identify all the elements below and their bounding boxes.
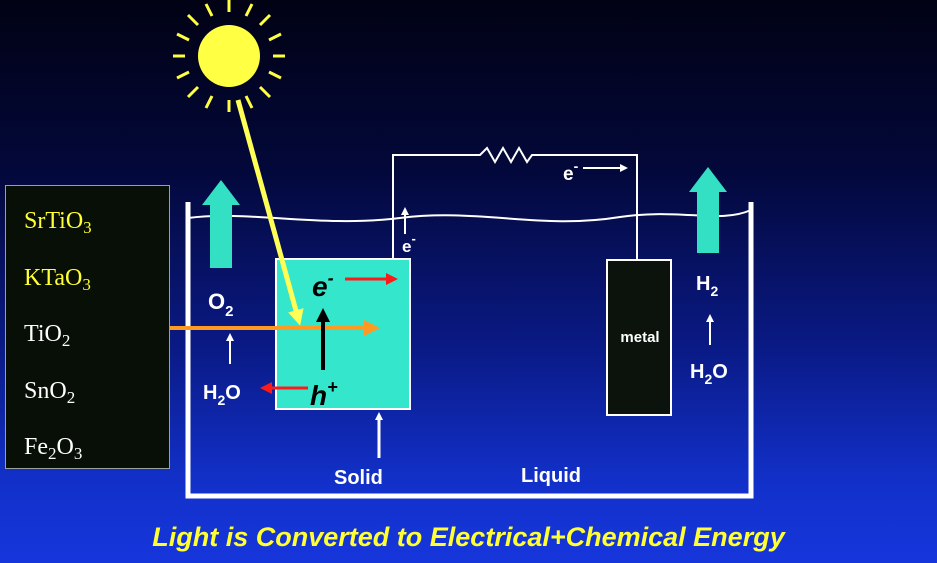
hole-label: h+	[310, 377, 338, 411]
material-item: SnO2	[24, 378, 76, 407]
h2o-left-label: H2O	[203, 382, 241, 408]
solid-label: Solid	[334, 467, 383, 489]
circuit-wire	[392, 145, 638, 262]
sun-icon	[173, 0, 285, 112]
h2-label: H2	[696, 273, 718, 299]
vessel	[185, 202, 754, 499]
caption: Light is Converted to Electrical+Chemica…	[152, 522, 785, 552]
material-item: SrTiO3	[24, 208, 92, 237]
metal-electrode	[606, 259, 672, 416]
h2o-right-label: H2O	[690, 361, 728, 387]
material-item: KTaO3	[24, 265, 91, 294]
wire-electron-label: e-	[563, 158, 579, 185]
liquid-surface	[187, 209, 752, 223]
rise-electron-label: e-	[402, 231, 416, 256]
materials-list: SrTiO3 KTaO3 TiO2 SnO2 Fe2O3	[5, 185, 170, 469]
material-item: TiO2	[24, 321, 71, 350]
h2-gas-arrow	[689, 167, 727, 253]
sunlight-ray	[235, 99, 304, 326]
o2-gas-arrow	[202, 180, 240, 268]
o2-label: O2	[208, 289, 233, 320]
material-item: Fe2O3	[24, 434, 83, 463]
electron-label: e-	[312, 268, 334, 302]
metal-label: metal	[620, 329, 659, 346]
liquid-label: Liquid	[521, 465, 581, 487]
